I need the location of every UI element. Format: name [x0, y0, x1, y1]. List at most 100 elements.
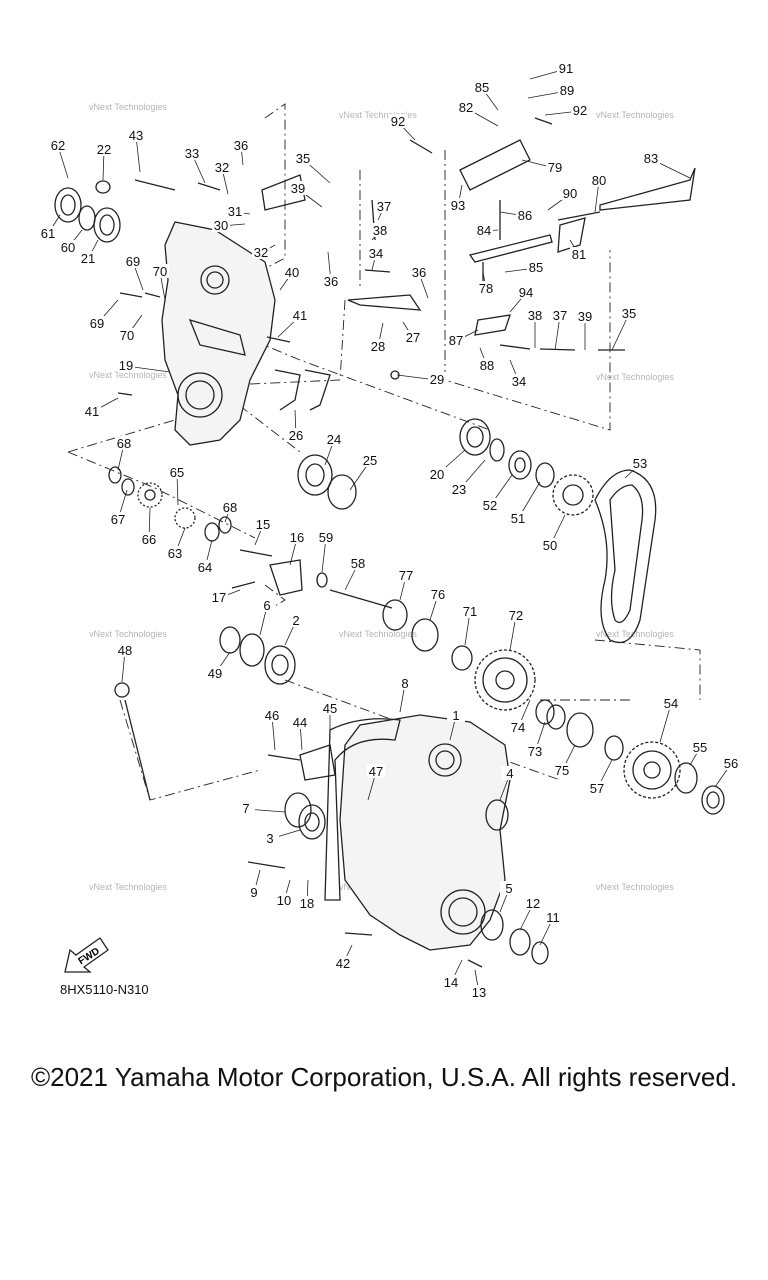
callout-label-bg — [226, 204, 244, 218]
callout-label-bg — [544, 910, 562, 924]
part-callout-39: 39 — [291, 181, 305, 196]
callout-label-bg — [481, 498, 499, 512]
watermark-text: vNext Technologies — [596, 372, 674, 382]
callout-label-bg — [317, 530, 335, 544]
callout-leader — [659, 703, 672, 743]
callout-label-bg — [168, 465, 186, 479]
part-callout-68: 68 — [117, 436, 131, 451]
callout-label-bg — [375, 199, 393, 213]
callout-label-bg — [442, 975, 460, 989]
part-callout-19: 19 — [119, 358, 133, 373]
part-callout-58: 58 — [351, 556, 365, 571]
part-callout-3: 3 — [266, 831, 273, 846]
callout-label-bg — [570, 247, 588, 261]
watermark-text: vNext Technologies — [89, 102, 167, 112]
callout-label-bg — [254, 517, 272, 531]
callout-label-bg — [501, 766, 519, 780]
gear-66 — [137, 482, 163, 508]
part-callout-24: 24 — [327, 432, 341, 447]
part-callout-62: 62 — [51, 138, 65, 153]
part-callout-51: 51 — [511, 511, 525, 526]
callout-label-bg — [507, 608, 525, 622]
callout-label-bg — [517, 285, 535, 299]
callout-label-bg — [210, 590, 228, 604]
part-callout-1: 1 — [452, 708, 459, 723]
part-callout-20: 20 — [430, 467, 444, 482]
callout-label-bg — [541, 538, 559, 552]
callout-label-bg — [95, 142, 113, 156]
part-callout-7: 7 — [242, 801, 249, 816]
watermark-text: vNext Technologies — [596, 882, 674, 892]
callout-label-bg — [261, 831, 279, 845]
watermark-text: vNext Technologies — [596, 110, 674, 120]
part-callout-71: 71 — [463, 604, 477, 619]
callout-label-bg — [294, 151, 312, 165]
part-callout-42: 42 — [336, 956, 350, 971]
part-callout-64: 64 — [198, 560, 212, 575]
part-callout-89: 89 — [560, 83, 574, 98]
callout-label-bg — [334, 956, 352, 970]
part-callout-84: 84 — [477, 223, 491, 238]
part-callout-82: 82 — [459, 100, 473, 115]
callout-label-bg — [524, 896, 542, 910]
callout-label-bg — [478, 358, 496, 372]
callout-label-bg — [258, 598, 276, 612]
callout-label-bg — [213, 160, 231, 174]
callout-label-bg — [510, 374, 528, 388]
part-callout-46: 46 — [265, 708, 279, 723]
part-callout-15: 15 — [256, 517, 270, 532]
callout-label-bg — [477, 281, 495, 295]
watermark-text: vNext Technologies — [339, 110, 417, 120]
part-callout-63: 63 — [168, 546, 182, 561]
diagram-code: 8HX5110-N310 — [60, 982, 149, 997]
callout-label-bg — [557, 61, 575, 75]
callout-label-bg — [117, 358, 135, 372]
callout-label-bg — [516, 208, 534, 222]
fwd-arrow-icon: FWD — [64, 937, 109, 973]
part-callout-86: 86 — [518, 208, 532, 223]
part-callout-21: 21 — [81, 251, 95, 266]
part-callout-48: 48 — [118, 643, 132, 658]
callout-label-bg — [88, 316, 106, 330]
part-callout-52: 52 — [483, 498, 497, 513]
callout-label-bg — [325, 432, 343, 446]
callout-label-bg — [429, 587, 447, 601]
callout-label-bg — [275, 893, 293, 907]
callout-label-bg — [449, 198, 467, 212]
part-callout-40: 40 — [285, 265, 299, 280]
part-callout-35: 35 — [622, 306, 636, 321]
callout-label-bg — [447, 333, 465, 347]
callout-label-bg — [291, 308, 309, 322]
part-callout-70: 70 — [153, 264, 167, 279]
part-callout-78: 78 — [479, 281, 493, 296]
watermark-text: vNext Technologies — [339, 629, 417, 639]
callout-label-bg — [206, 666, 224, 680]
part-callout-67: 67 — [111, 512, 125, 527]
part-callout-25: 25 — [363, 453, 377, 468]
part-callout-45: 45 — [323, 701, 337, 716]
callout-label-bg — [287, 428, 305, 442]
part-callout-50: 50 — [543, 538, 557, 553]
part-callout-28: 28 — [371, 339, 385, 354]
part-callout-92: 92 — [573, 103, 587, 118]
part-callout-85: 85 — [475, 80, 489, 95]
part-callout-59: 59 — [319, 530, 333, 545]
part-callout-41: 41 — [85, 404, 99, 419]
callout-label-bg — [183, 146, 201, 160]
callout-label-bg — [289, 181, 307, 195]
part-callout-43: 43 — [129, 128, 143, 143]
callout-label-bg — [500, 881, 518, 895]
callout-label-bg — [509, 511, 527, 525]
callout-label-bg — [428, 372, 446, 386]
part-callout-38: 38 — [373, 223, 387, 238]
part-callout-72: 72 — [509, 608, 523, 623]
part-callout-41: 41 — [293, 308, 307, 323]
part-callout-70: 70 — [120, 328, 134, 343]
part-callout-69: 69 — [126, 254, 140, 269]
part-callout-93: 93 — [451, 198, 465, 213]
part-callout-32: 32 — [215, 160, 229, 175]
part-callout-32: 32 — [254, 245, 268, 260]
callout-label-bg — [59, 240, 77, 254]
callout-label-bg — [397, 568, 415, 582]
drive-chain — [594, 469, 657, 644]
